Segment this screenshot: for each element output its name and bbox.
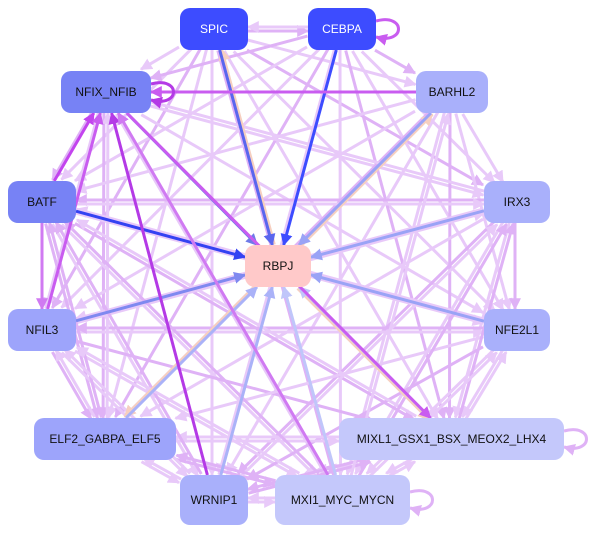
node-spic[interactable]: SPIC (180, 8, 248, 50)
edge-barhl2-to-wrnip1 (225, 111, 440, 476)
edge-mxi1-to-nfix_nfib (116, 111, 330, 476)
self-loop-mixl1 (562, 428, 588, 456)
edge-nfe2l1-to-wrnip1 (245, 345, 484, 481)
node-box (484, 181, 550, 223)
node-mxi1[interactable]: MXI1_MYC_MYCN (275, 475, 410, 525)
edge-barhl2-to-irx3 (461, 113, 505, 184)
edge-elf2_gabpa_elf5-to-rbpj (124, 285, 259, 420)
node-label: NFE2L1 (495, 323, 539, 337)
edge-mxi1-to-nfil3 (75, 346, 301, 475)
edge-spic-to-rbpj (218, 49, 276, 247)
node-elf2-gabpa-elf5[interactable]: ELF2_GABPA_ELF5 (34, 418, 176, 460)
edge-rbpj-to-spic (218, 48, 276, 245)
edge-rbpj-to-mixl1 (296, 287, 431, 421)
edge-irx3-to-rbpj (309, 209, 485, 261)
edge-nfix_nfib-to-nfe2l1 (140, 113, 485, 314)
edge-mxi1-to-barhl2 (349, 112, 452, 476)
node-label: IRX3 (504, 195, 531, 209)
node-box (8, 309, 76, 351)
node-label: WRNIP1 (191, 493, 238, 507)
edge-barhl2-to-rbpj (297, 111, 433, 247)
edge-elf2_gabpa_elf5-to-mxi1 (175, 457, 276, 488)
edge-mixl1-to-nfe2l1 (464, 350, 508, 420)
node-label: RBPJ (263, 259, 294, 273)
node-batf[interactable]: BATF (8, 181, 76, 223)
node-nfe2l1[interactable]: NFE2L1 (484, 309, 550, 351)
edge-wrnip1-to-rbpj (219, 285, 276, 476)
edge-nfe2l1-to-rbpj (309, 271, 485, 323)
node-box (8, 181, 76, 223)
edge-mxi1-to-mixl1 (387, 460, 417, 479)
node-label: CEBPA (322, 22, 362, 36)
node-barhl2[interactable]: BARHL2 (416, 71, 488, 113)
edge-batf-to-rbpj (75, 209, 247, 261)
node-label: BATF (27, 195, 57, 209)
node-box (34, 418, 176, 460)
node-box (180, 475, 248, 525)
edge-batf-to-nfix_nfib (52, 111, 96, 182)
edge-wrnip1-to-elf2_gabpa_elf5 (142, 456, 182, 481)
self-loop-edges (149, 18, 588, 517)
node-nfil3[interactable]: NFIL3 (8, 309, 76, 351)
edge-wrnip1-to-batf (54, 220, 203, 475)
edge-irx3-to-elf2_gabpa_elf5 (139, 217, 484, 418)
node-box (484, 309, 550, 351)
node-label: ELF2_GABPA_ELF5 (49, 432, 160, 446)
edge-elf2_gabpa_elf5-to-nfil3 (54, 348, 96, 418)
self-loop-nfix_nfib (149, 81, 175, 109)
edge-cebpa-to-elf2_gabpa_elf5 (114, 48, 330, 419)
edge-cebpa-to-barhl2 (374, 48, 417, 75)
node-irx3[interactable]: IRX3 (484, 181, 550, 223)
node-box (180, 8, 248, 50)
edge-elf2_gabpa_elf5-to-wrnip1 (140, 460, 181, 485)
edge-mxi1-to-rbpj (280, 285, 338, 476)
node-label: NFIL3 (26, 323, 59, 337)
edge-mixl1-to-wrnip1 (246, 456, 370, 493)
node-label: SPIC (200, 22, 228, 36)
node-nfix-nfib[interactable]: NFIX_NFIB (61, 71, 151, 113)
edge-wrnip1-to-nfix_nfib (108, 111, 209, 476)
edge-wrnip1-to-irx3 (239, 223, 499, 478)
node-box (275, 475, 410, 525)
node-label: MIXL1_GSX1_BSX_MEOX2_LHX4 (357, 432, 547, 446)
edge-mxi1-to-elf2_gabpa_elf5 (175, 452, 276, 483)
node-label: MXI1_MYC_MYCN (291, 493, 394, 507)
node-box (245, 245, 311, 287)
self-loop-mxi1 (408, 489, 434, 517)
edge-mixl1-to-batf (75, 218, 417, 418)
edge-nfil3-to-elf2_gabpa_elf5 (51, 351, 93, 421)
node-mixl1[interactable]: MIXL1_GSX1_BSX_MEOX2_LHX4 (339, 418, 564, 460)
node-box (308, 8, 376, 50)
edge-rbpj-to-elf2_gabpa_elf5 (123, 284, 257, 418)
edge-batf-to-mixl1 (74, 222, 416, 421)
node-cebpa[interactable]: CEBPA (308, 8, 376, 50)
self-loop-cebpa (374, 18, 400, 46)
node-box (61, 71, 151, 113)
node-label: NFIX_NFIB (75, 85, 136, 99)
node-wrnip1[interactable]: WRNIP1 (180, 475, 248, 525)
edge-mixl1-to-mxi1 (385, 456, 414, 475)
node-label: BARHL2 (429, 85, 476, 99)
edge-rbpj-to-barhl2 (299, 113, 434, 248)
edge-nfix_nfib-to-irx3 (150, 104, 485, 199)
edge-irx3-to-wrnip1 (236, 220, 496, 475)
edge-barhl2-to-nfil3 (73, 109, 416, 310)
edge-irx3-to-nfix_nfib (150, 99, 485, 193)
node-box (339, 418, 564, 460)
edge-cebpa-to-rbpj (280, 49, 338, 247)
edge-spic-to-nfix_nfib (139, 45, 180, 71)
node-rbpj[interactable]: RBPJ (245, 245, 311, 287)
node-box (416, 71, 488, 113)
edge-nfix_nfib-to-mxi1 (115, 113, 328, 478)
